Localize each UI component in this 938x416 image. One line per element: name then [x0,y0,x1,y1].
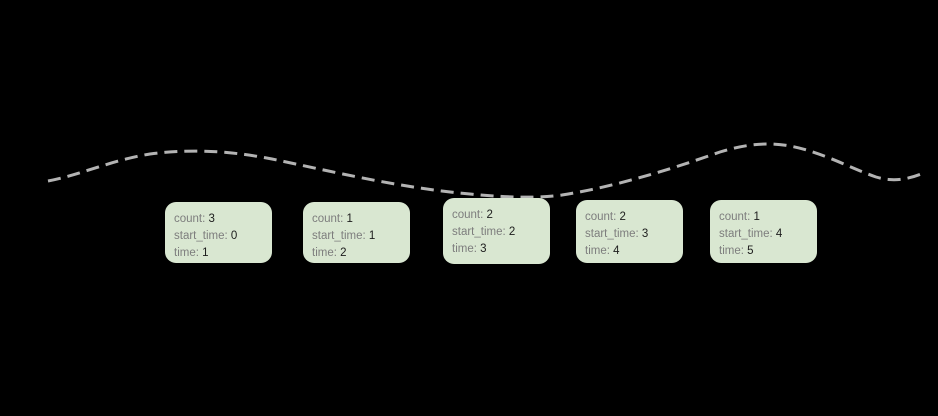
field-label: time: [585,245,610,257]
field-value: 4 [775,228,783,240]
field-value: 3 [641,228,649,240]
field-label: time: [312,247,337,259]
field-label: start_time: [585,228,639,240]
field-row: time: 5 [719,243,817,260]
field-row: start_time: 4 [719,226,817,243]
field-label: time: [452,243,477,255]
field-label: count: [719,211,751,223]
field-row: start_time: 3 [585,226,683,243]
field-label: time: [174,247,199,259]
field-value: 5 [747,245,754,257]
field-value: 2 [340,247,347,259]
field-value: 1 [753,211,760,223]
field-row: count: 1 [312,211,410,228]
field-value: 2 [619,211,626,223]
field-row: start_time: 1 [312,228,410,245]
field-row: start_time: 2 [452,224,550,241]
field-row: start_time: 0 [174,228,272,245]
field-row: time: 4 [585,243,683,260]
field-row: count: 2 [452,207,550,224]
field-value: 1 [368,230,376,242]
field-value: 1 [202,247,209,259]
field-value: 3 [480,243,487,255]
field-row: count: 1 [719,209,817,226]
field-value: 1 [346,213,353,225]
field-label: start_time: [719,228,773,240]
field-row: time: 2 [312,245,410,262]
field-label: count: [585,211,617,223]
field-value: 3 [208,213,215,225]
field-value: 0 [230,230,238,242]
field-row: count: 3 [174,211,272,228]
field-row: time: 3 [452,241,550,258]
field-label: start_time: [174,230,228,242]
field-value: 2 [486,209,493,221]
field-value: 4 [613,245,620,257]
trend-line-path [47,142,927,199]
field-label: start_time: [452,226,506,238]
field-label: count: [174,213,206,225]
field-row: count: 2 [585,209,683,226]
field-row: time: 1 [174,245,272,262]
field-label: time: [719,245,744,257]
field-label: count: [312,213,344,225]
field-label: start_time: [312,230,366,242]
field-label: count: [452,209,484,221]
field-value: 2 [508,226,516,238]
